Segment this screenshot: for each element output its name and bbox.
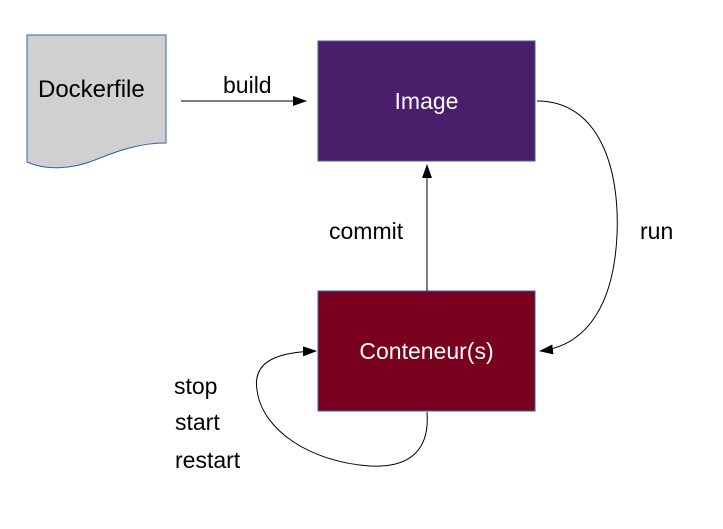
- start-label: start: [175, 409, 220, 435]
- restart-label: restart: [175, 447, 241, 473]
- container-label: Conteneur(s): [359, 338, 494, 364]
- run-label: run: [640, 218, 674, 244]
- container-box: [317, 290, 536, 412]
- run-arrow: [536, 100, 618, 355]
- lifecycle-loop-arrow: [255, 346, 428, 467]
- commit-label: commit: [329, 218, 404, 244]
- dockerfile-shape: [26, 34, 167, 169]
- build-label: build: [223, 72, 272, 98]
- image-label: Image: [394, 88, 459, 114]
- dockerfile-label: Dockerfile: [38, 76, 145, 103]
- image-box: [317, 40, 536, 162]
- stop-label: stop: [174, 373, 218, 399]
